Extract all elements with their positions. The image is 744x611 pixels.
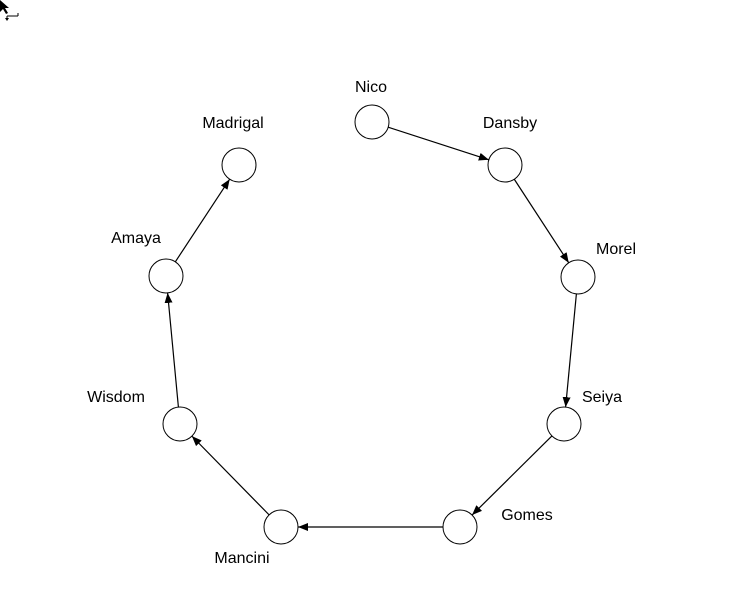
node-nico [354,104,390,140]
node-label-gomes: Gomes [501,507,553,524]
node-gomes [442,509,478,545]
node-label-madrigal: Madrigal [202,115,263,132]
node-label-seiya: Seiya [582,389,622,406]
node-mancini [263,509,299,545]
node-label-dansby: Dansby [483,115,537,132]
edge-morel-to-seiya [562,293,577,408]
node-morel [560,259,596,295]
node-label-wisdom: Wisdom [87,389,145,406]
node-label-amaya: Amaya [111,230,161,247]
node-label-morel: Morel [596,241,636,258]
node-dansby [487,147,523,183]
node-amaya [148,258,184,294]
edge-mancini-to-wisdom [191,435,270,516]
edge-amaya-to-madrigal [174,178,231,263]
edge-seiya-to-gomes [471,435,553,516]
cursor-icon [0,0,19,21]
edge-nico-to-dansby [387,126,490,161]
edge-dansby-to-morel [513,178,570,264]
node-wisdom [162,406,198,442]
node-madrigal [221,147,257,183]
edge-wisdom-to-amaya [164,292,179,408]
node-label-mancini: Mancini [214,550,269,567]
node-seiya [546,406,582,442]
node-label-nico: Nico [355,79,387,96]
